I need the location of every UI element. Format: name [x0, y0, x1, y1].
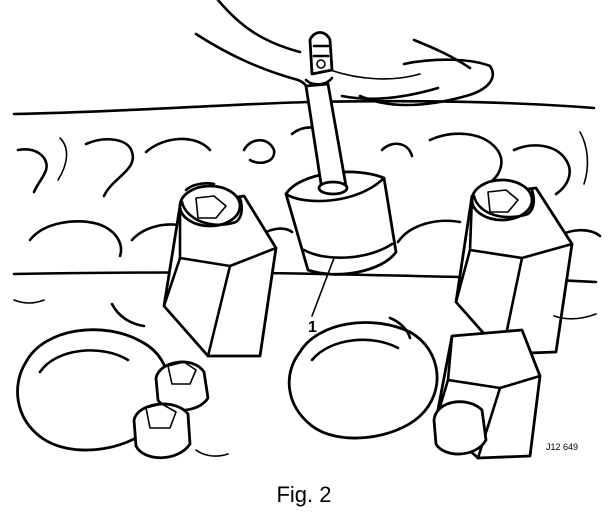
hand-illustration	[194, 0, 495, 107]
valve-tool	[284, 31, 398, 276]
figure-caption: Fig. 2	[276, 482, 332, 507]
callout-number: 1	[308, 319, 317, 336]
lower-right-spring-seat	[287, 316, 439, 440]
reference-code: J12 649	[546, 442, 578, 452]
edge-detail-lines	[13, 299, 597, 457]
lower-right-block	[432, 328, 542, 460]
callout-leader	[311, 257, 335, 317]
right-follower-block	[454, 178, 574, 356]
lower-left-spring-seat	[16, 302, 170, 452]
head-top-edge	[12, 99, 596, 116]
left-follower-block	[162, 181, 278, 358]
lower-bolts	[132, 360, 210, 460]
